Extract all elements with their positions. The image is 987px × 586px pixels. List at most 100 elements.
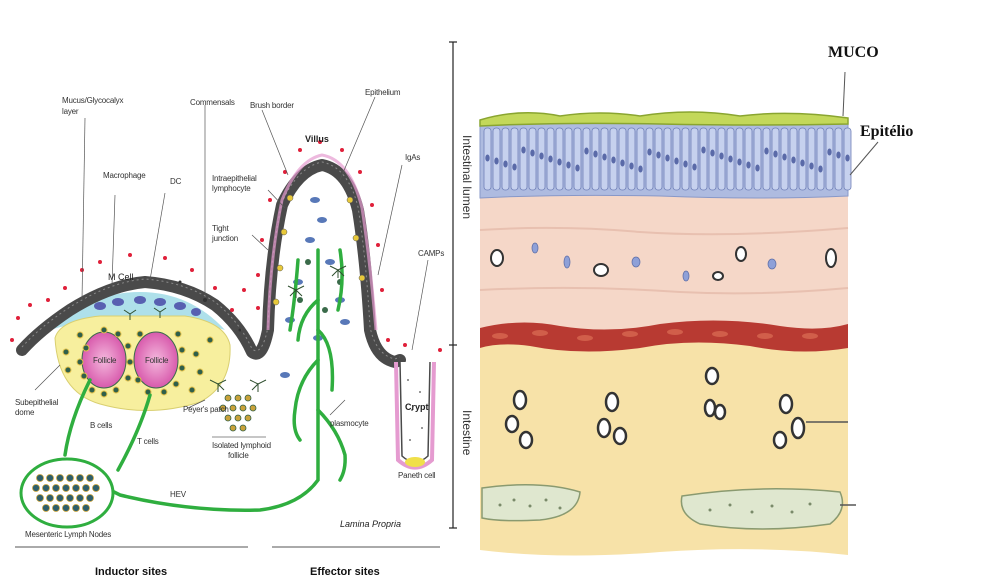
label-peyers-patch: Peyer's patch [183, 405, 229, 414]
label-mesenteric-nodes: Mesenteric Lymph Nodes [25, 530, 111, 539]
label-isolated-follicle: Isolated lymphoid [212, 441, 271, 450]
mesenteric-lymph-node [21, 459, 113, 527]
label-muco: MUCO [828, 44, 879, 61]
epithelial-nucleus [710, 150, 714, 157]
axis-label-intestine: Intestine [460, 410, 474, 456]
label-epithelium: Epithelium [365, 88, 401, 97]
label-brush-border: Brush border [250, 101, 294, 110]
epithelial-cell [682, 128, 689, 190]
epithelial-nucleus [530, 150, 534, 157]
epithelial-nucleus [575, 165, 579, 172]
label-epitelio: Epitélio [860, 123, 913, 140]
epithelial-cell [691, 128, 698, 190]
vessel-right [681, 489, 842, 529]
epithelial-nucleus [764, 148, 768, 155]
epithelial-cell [799, 128, 806, 190]
label-m-cell: M Cell [108, 272, 134, 282]
epithelial-nucleus [557, 159, 561, 166]
epithelial-nucleus [548, 156, 552, 163]
label-iga: IgAs [405, 153, 420, 162]
epithelial-cell [646, 128, 653, 190]
epithelial-cell [583, 128, 590, 190]
lamina-propria-layer [480, 190, 848, 330]
follicle-label-1: Follicle [93, 356, 117, 365]
epithelial-cell [511, 128, 518, 190]
columnar-cells [484, 128, 851, 190]
epithelial-cell [700, 128, 707, 190]
epithelial-nucleus [593, 151, 597, 158]
epithelial-cell [655, 128, 662, 190]
epithelial-nucleus [791, 157, 795, 164]
epithelial-nucleus [692, 164, 696, 171]
epithelial-nucleus [566, 162, 570, 169]
label-t-cells: T cells [137, 437, 159, 446]
epithelial-nucleus [647, 149, 651, 156]
label-villus: Villus [305, 134, 329, 144]
epithelial-nucleus [836, 152, 840, 159]
epithelial-cell [745, 128, 752, 190]
epithelial-nucleus [602, 154, 606, 161]
epithelial-cell [817, 128, 824, 190]
gut-immune-diagram: Follicle Follicle [0, 0, 478, 581]
axis-label-lumen: Intestinal lumen [460, 135, 474, 219]
label-crypt: Crypt [405, 402, 429, 412]
epithelial-cell [835, 128, 842, 190]
epithelial-cell [565, 128, 572, 190]
label-intraepithelial: Intraepithelial [212, 174, 257, 183]
epithelial-nucleus [629, 163, 633, 170]
epithelial-nucleus [728, 156, 732, 163]
epithelial-nucleus [656, 152, 660, 159]
epithelial-nucleus [494, 158, 498, 165]
label-tight-junction-2: junction [211, 234, 238, 243]
epithelial-nucleus [800, 160, 804, 167]
epithelial-nucleus [503, 161, 507, 168]
epithelial-nucleus [539, 153, 543, 160]
epithelial-nucleus [845, 155, 849, 162]
label-plasmocyte: plasmocyte [330, 419, 369, 428]
epithelial-cell [520, 128, 527, 190]
label-lamina-propria: Lamina Propria [340, 519, 401, 529]
epithelial-cell [592, 128, 599, 190]
epithelial-nucleus [782, 154, 786, 161]
epithelial-cell [763, 128, 770, 190]
label-paneth-cell: Paneth cell [398, 471, 436, 480]
mucosa-histology: MUCO Epitélio [480, 0, 987, 581]
label-effector-sites: Effector sites [310, 566, 380, 578]
label-commensals: Commensals [190, 98, 235, 107]
follicle-label-2: Follicle [145, 356, 169, 365]
epithelial-nucleus [683, 161, 687, 168]
epithelial-nucleus [755, 165, 759, 172]
epithelial-nucleus [584, 148, 588, 155]
epithelial-nucleus [665, 155, 669, 162]
epithelial-nucleus [809, 163, 813, 170]
epithelial-cell [709, 128, 716, 190]
epithelial-nucleus [674, 158, 678, 165]
epithelial-nucleus [701, 147, 705, 154]
label-subepithelial-dome: Subepithelial [15, 398, 59, 407]
label-isolated-follicle-2: follicle [228, 451, 249, 460]
epithelial-cell [628, 128, 635, 190]
epithelial-cell [619, 128, 626, 190]
epithelial-cell [808, 128, 815, 190]
label-inductor-sites: Inductor sites [95, 566, 167, 578]
epithelial-cell [529, 128, 536, 190]
epithelial-nucleus [773, 151, 777, 158]
epithelial-nucleus [818, 166, 822, 173]
label-macrophage: Macrophage [103, 171, 146, 180]
mucus-layer [480, 112, 848, 126]
label-intraepithelial-2: lymphocyte [212, 184, 251, 193]
paneth-cells [405, 457, 425, 467]
epithelial-cell [502, 128, 509, 190]
label-hev: HEV [170, 490, 187, 499]
epithelial-nucleus [512, 164, 516, 171]
epithelial-nucleus [827, 149, 831, 156]
epithelial-nucleus [638, 166, 642, 173]
epithelial-nucleus [521, 147, 525, 154]
epithelial-cell [637, 128, 644, 190]
epithelial-cell [826, 128, 833, 190]
epithelial-nucleus [737, 159, 741, 166]
epithelial-nucleus [746, 162, 750, 169]
label-mucus-layer: Mucus/Glycocalyx [62, 96, 123, 105]
